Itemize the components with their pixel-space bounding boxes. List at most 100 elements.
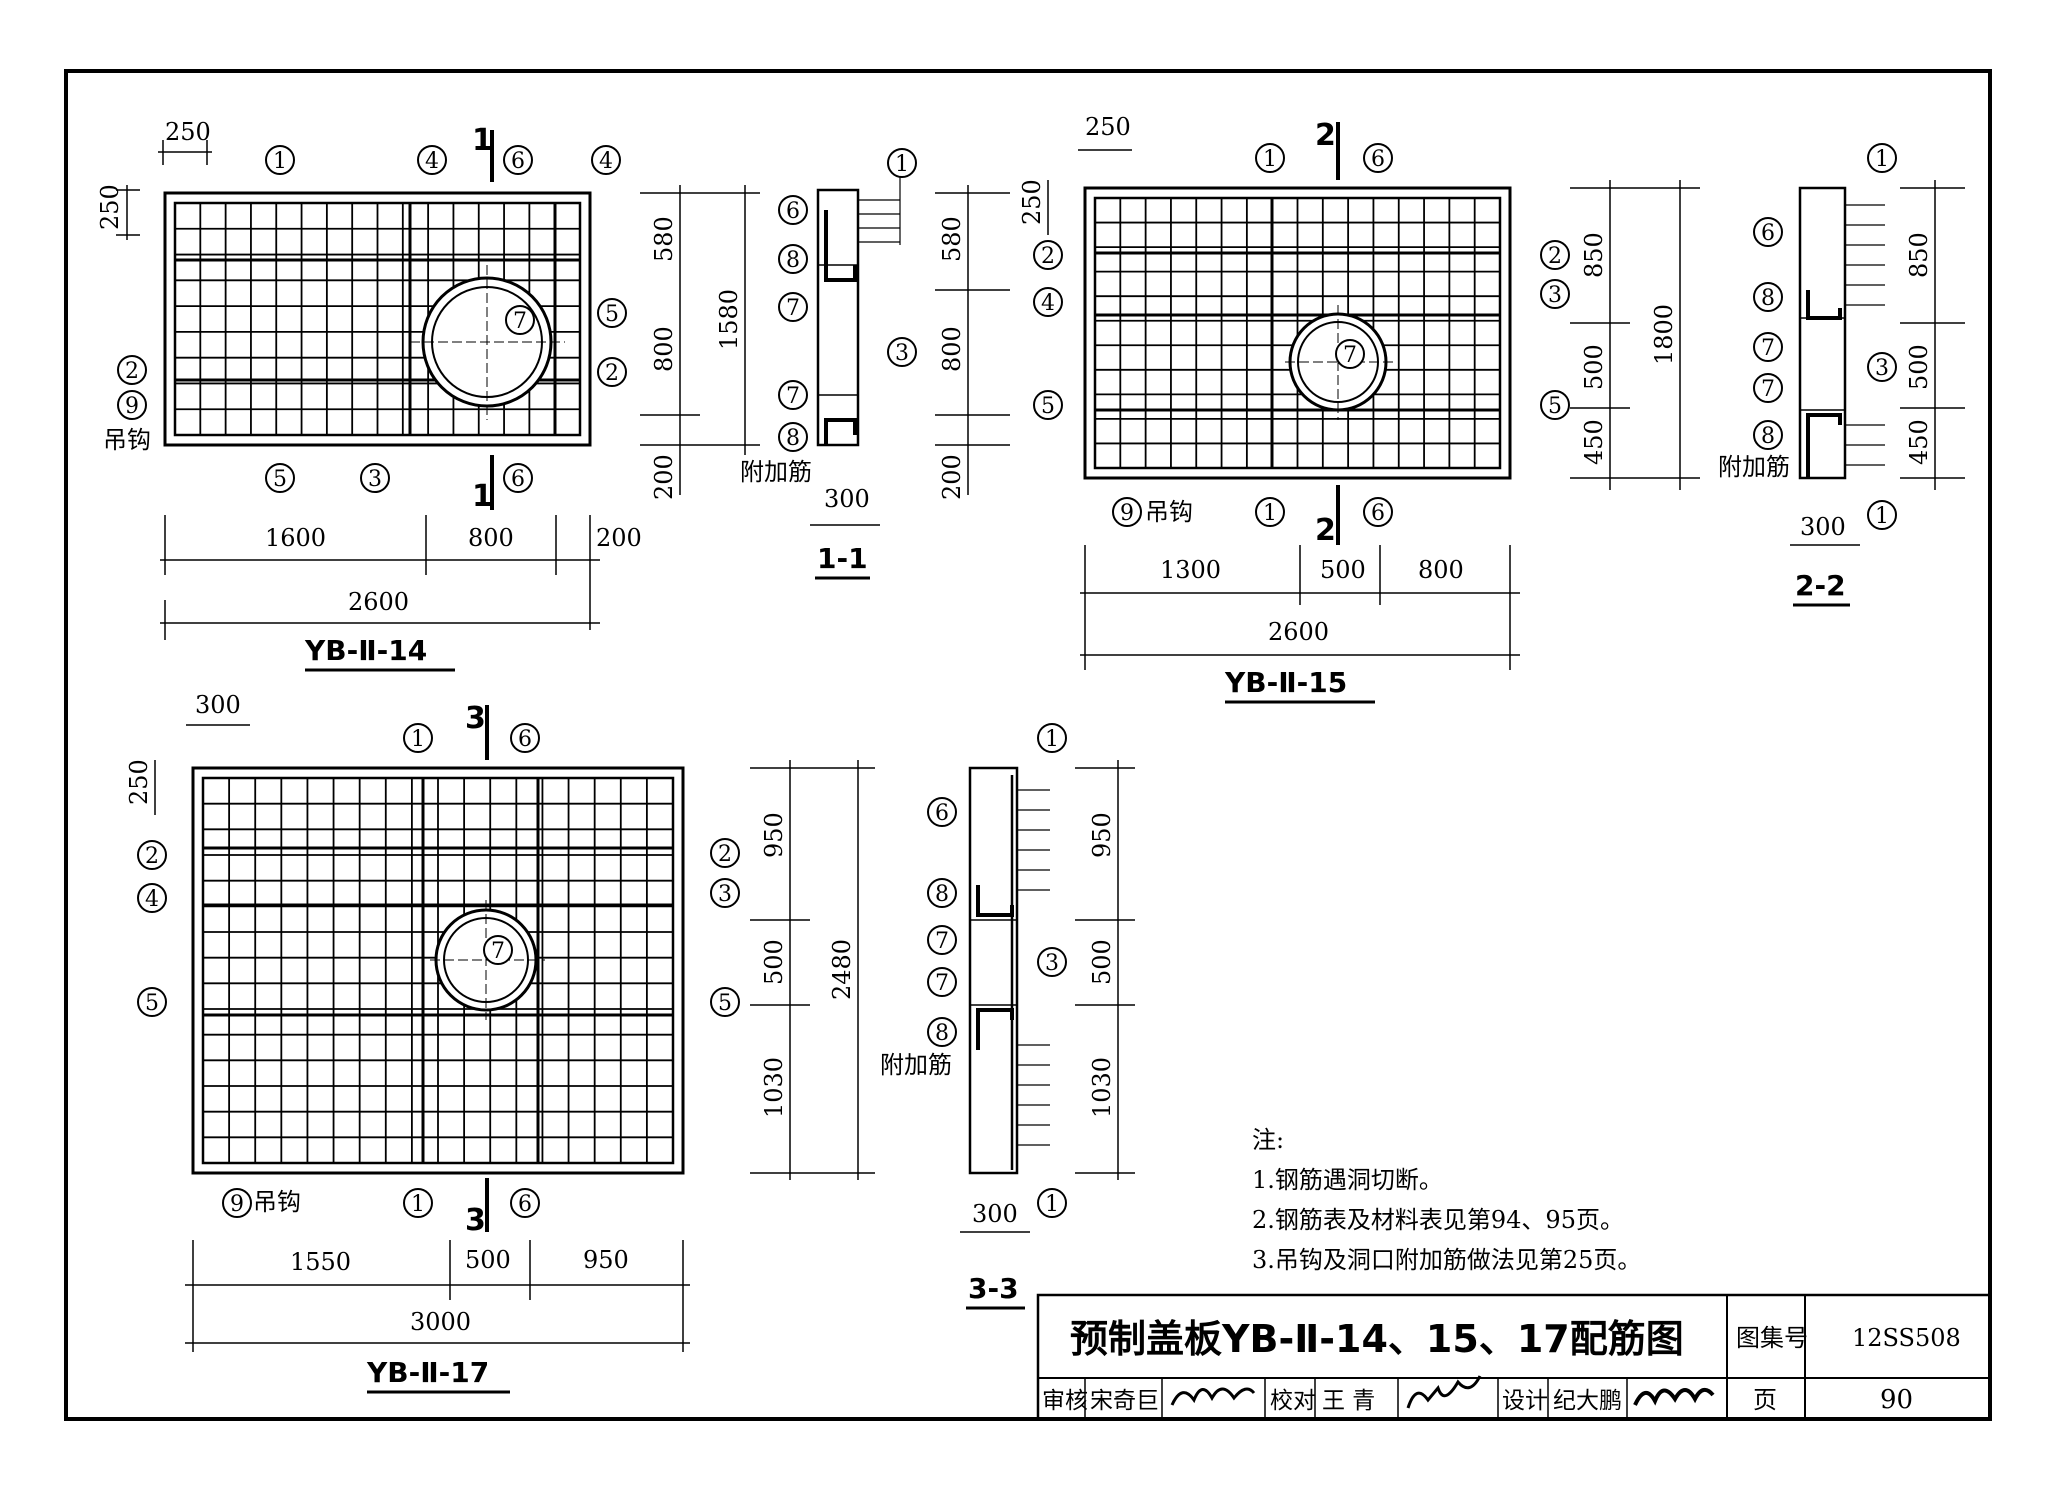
bar-mark-circle <box>1363 143 1393 173</box>
dim-1: 580 <box>938 216 966 262</box>
sheet-border <box>64 69 1992 1421</box>
dim-right-2: 500 <box>760 939 788 985</box>
bar-mark-circle <box>710 878 740 908</box>
bar-mark-circle <box>1753 420 1783 450</box>
review-label: 审核 <box>1042 1388 1088 1414</box>
bar-mark-number: 2 <box>145 844 159 869</box>
bar-mark-circle <box>1540 240 1570 270</box>
bar-mark-number: 6 <box>511 149 525 174</box>
note-3: 3.吊钩及洞口附加筋做法见第25页。 <box>1252 1246 1641 1274</box>
bar-mark-circle <box>710 987 740 1017</box>
dim-total: 2600 <box>348 588 409 616</box>
drawing-title: 预制盖板YB-Ⅱ-14、15、17配筋图 <box>1070 1317 1684 1361</box>
bar-mark-number: 1 <box>1045 1192 1059 1217</box>
bar-mark-circle <box>117 390 147 420</box>
dim-right-2: 800 <box>650 326 678 372</box>
dim-1: 850 <box>1905 232 1933 278</box>
bar-mark-number: 7 <box>513 309 527 334</box>
slab-outline <box>163 191 592 447</box>
bar-mark-circle <box>927 1017 957 1047</box>
bar-mark-number: 7 <box>786 296 800 321</box>
reviewer-name: 宋奇巨 <box>1090 1388 1159 1414</box>
bar-mark-circle <box>1363 497 1393 527</box>
dim-bottom-1: 1300 <box>1160 556 1221 584</box>
bar-mark-circle <box>778 244 808 274</box>
bar-mark-number: 3 <box>368 467 382 492</box>
dim-right-total: 2480 <box>828 939 856 1000</box>
additional-bar-label: 附加筋 <box>880 1051 952 1079</box>
bar-mark-number: 1 <box>411 727 425 752</box>
bar-mark-number: 5 <box>605 302 619 327</box>
bar-mark-circle <box>1037 1188 1067 1218</box>
bar-mark-circle <box>1335 339 1365 369</box>
bar-mark-number: 1 <box>895 152 909 177</box>
dim-right-2: 500 <box>1580 344 1608 390</box>
bar-mark-circle <box>887 337 917 367</box>
dim-bottom-2: 500 <box>1320 556 1366 584</box>
bar-mark-circle <box>597 298 627 328</box>
stirrups <box>1845 204 1885 466</box>
section-width: 300 <box>824 485 870 513</box>
notes-heading: 注: <box>1252 1126 1284 1154</box>
bar-mark-number: 9 <box>125 394 139 419</box>
dim-left: 250 <box>1018 179 1046 225</box>
bar-mark-number: 5 <box>1548 394 1562 419</box>
stirrups <box>1017 789 1050 1146</box>
dim-top: 300 <box>195 691 241 719</box>
dim-right-3: 1030 <box>760 1057 788 1118</box>
checker-name: 王 青 <box>1322 1388 1375 1414</box>
additional-bar-label: 附加筋 <box>1718 453 1790 481</box>
bar-mark-number: 8 <box>935 882 949 907</box>
section-width: 300 <box>1800 513 1846 541</box>
bar-mark-circle <box>1867 143 1897 173</box>
dim-bottom-3: 950 <box>583 1246 629 1274</box>
bar-mark-number: 4 <box>1041 291 1055 316</box>
dim-top: 250 <box>1085 113 1131 141</box>
bar-mark-number: 7 <box>935 929 949 954</box>
dim-bottom-3: 800 <box>1418 556 1464 584</box>
dim-left: 250 <box>125 759 153 805</box>
bar-mark-number: 7 <box>1343 343 1357 368</box>
page-label: 页 <box>1753 1386 1777 1414</box>
bar-mark-number: 3 <box>895 341 909 366</box>
bar-mark-circle <box>1540 390 1570 420</box>
bar-mark-circle <box>887 148 917 178</box>
note-1: 1.钢筋遇洞切断。 <box>1252 1166 1443 1194</box>
bar-mark-circle <box>222 1188 252 1218</box>
section-title: 1-1 <box>817 542 868 575</box>
bar-mark-number: 4 <box>145 887 159 912</box>
dim-bottom-1: 1600 <box>265 524 326 552</box>
bar-mark-circle <box>117 355 147 385</box>
bar-mark-number: 6 <box>1371 147 1385 172</box>
bar-mark-number: 2 <box>718 842 732 867</box>
dim-right-total: 1580 <box>715 289 743 350</box>
dim-right-1: 850 <box>1580 232 1608 278</box>
bar-mark-number: 5 <box>273 467 287 492</box>
bar-mark-number: 6 <box>1371 501 1385 526</box>
bar-mark-number: 1 <box>1263 147 1277 172</box>
plan-title: YB-Ⅱ-14 <box>304 634 427 667</box>
dim-2: 800 <box>938 326 966 372</box>
bar-mark-circle <box>137 883 167 913</box>
bar-mark-number: 2 <box>1041 244 1055 269</box>
note-2: 2.钢筋表及材料表见第94、95页。 <box>1252 1206 1624 1234</box>
bar-mark-number: 6 <box>518 1192 532 1217</box>
bar-mark-circle <box>510 1188 540 1218</box>
bar-mark-circle <box>1033 240 1063 270</box>
bar-mark-circle <box>483 935 513 965</box>
bar-mark-number: 3 <box>1045 951 1059 976</box>
section-mark-bottom: 3 <box>465 1203 486 1238</box>
bar-mark-circle <box>778 380 808 410</box>
bar-mark-number: 3 <box>718 882 732 907</box>
plan-yb-ii-15: 2 2 250 250 1300 500 800 2600 YB-Ⅱ-15 85… <box>1018 113 1700 704</box>
bar-mark-circle <box>1753 332 1783 362</box>
section-width: 300 <box>972 1200 1018 1228</box>
bar-mark-circle <box>1255 497 1285 527</box>
bar-mark-circle <box>265 463 295 493</box>
bar-mark-number: 4 <box>599 149 613 174</box>
bar-mark-number: 6 <box>511 467 525 492</box>
